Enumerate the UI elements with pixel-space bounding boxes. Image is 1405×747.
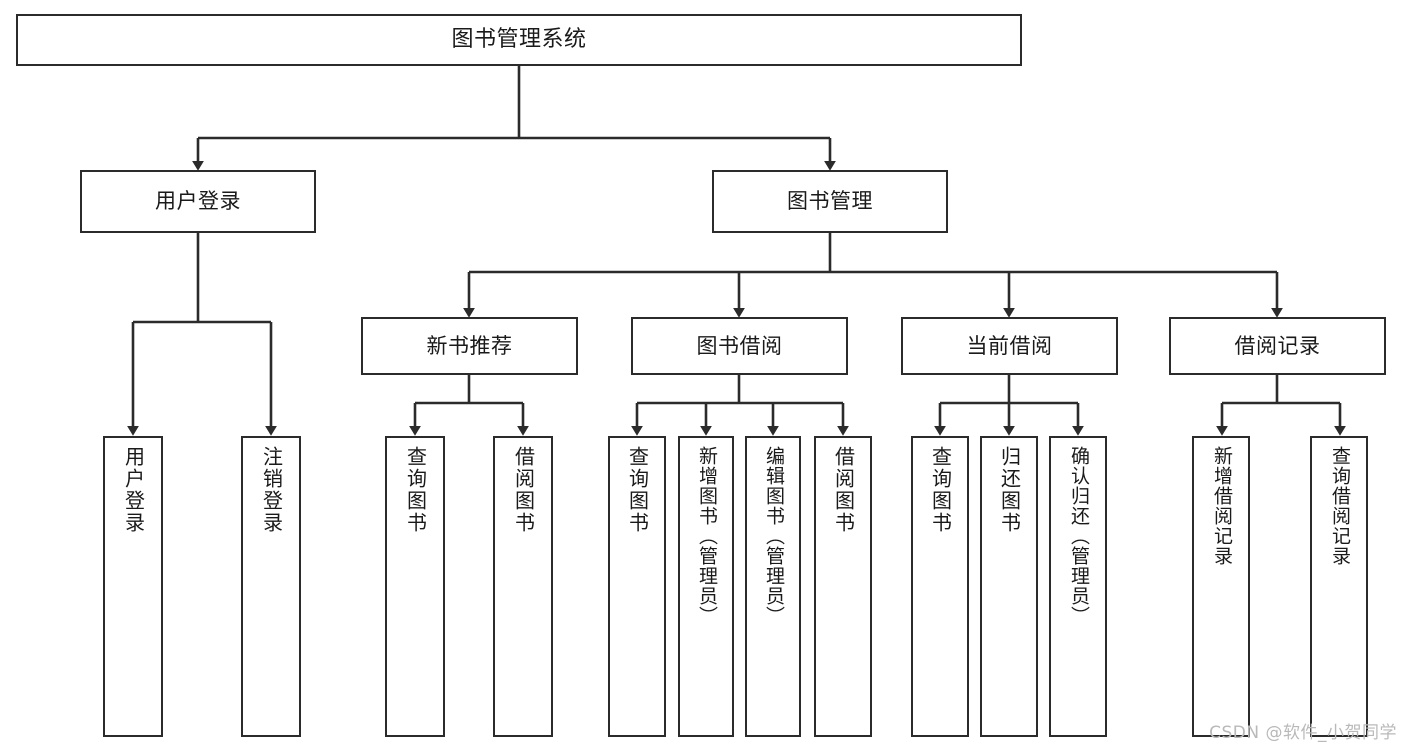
node-label: 用户登录 xyxy=(155,189,241,214)
node-label: 图书管理系统 xyxy=(451,27,587,53)
node-book-borrow[interactable]: 图书借阅 xyxy=(631,317,848,375)
node-label: 新增借阅记录 xyxy=(1210,446,1233,566)
node-label: 新书推荐 xyxy=(426,333,513,358)
node-new-book-recommend[interactable]: 新书推荐 xyxy=(361,317,578,375)
node-label: 图书管理 xyxy=(787,189,873,214)
node-label: 编辑图书（管理员） xyxy=(762,446,785,626)
node-book-management[interactable]: 图书管理 xyxy=(712,170,948,233)
leaf-borrow-edit-book-admin[interactable]: 编辑图书（管理员） xyxy=(745,436,801,737)
node-label: 借阅图书 xyxy=(831,446,856,534)
leaf-current-query-book[interactable]: 查询图书 xyxy=(911,436,969,737)
leaf-borrow-borrow-book[interactable]: 借阅图书 xyxy=(814,436,872,737)
node-user-login[interactable]: 用户登录 xyxy=(80,170,316,233)
leaf-new-book-query[interactable]: 查询图书 xyxy=(385,436,445,737)
watermark: CSDN @软件_小贺同学 xyxy=(1209,723,1397,743)
node-current-borrow[interactable]: 当前借阅 xyxy=(901,317,1118,375)
node-label: 借阅图书 xyxy=(511,446,536,534)
node-root-system[interactable]: 图书管理系统 xyxy=(16,14,1022,66)
node-label: 查询图书 xyxy=(403,446,428,534)
leaf-borrow-query-book[interactable]: 查询图书 xyxy=(608,436,666,737)
node-label: 用户登录 xyxy=(121,446,146,534)
leaf-new-book-borrow[interactable]: 借阅图书 xyxy=(493,436,553,737)
node-label: 归还图书 xyxy=(997,446,1022,534)
leaf-current-confirm-return-admin[interactable]: 确认归还（管理员） xyxy=(1049,436,1107,737)
leaf-record-add-record[interactable]: 新增借阅记录 xyxy=(1192,436,1250,737)
leaf-current-return-book[interactable]: 归还图书 xyxy=(980,436,1038,737)
node-label: 注销登录 xyxy=(259,446,284,534)
node-label: 查询图书 xyxy=(625,446,650,534)
node-label: 图书借阅 xyxy=(696,333,783,358)
node-label: 当前借阅 xyxy=(966,333,1053,358)
leaf-borrow-add-book-admin[interactable]: 新增图书（管理员） xyxy=(678,436,734,737)
node-borrow-record[interactable]: 借阅记录 xyxy=(1169,317,1386,375)
node-label: 查询图书 xyxy=(928,446,953,534)
leaf-user-login-login[interactable]: 用户登录 xyxy=(103,436,163,737)
leaf-record-query-record[interactable]: 查询借阅记录 xyxy=(1310,436,1368,737)
node-label: 查询借阅记录 xyxy=(1328,446,1351,566)
node-label: 借阅记录 xyxy=(1234,333,1321,358)
leaf-user-login-logout[interactable]: 注销登录 xyxy=(241,436,301,737)
node-label: 确认归还（管理员） xyxy=(1067,446,1090,626)
node-label: 新增图书（管理员） xyxy=(695,446,718,626)
